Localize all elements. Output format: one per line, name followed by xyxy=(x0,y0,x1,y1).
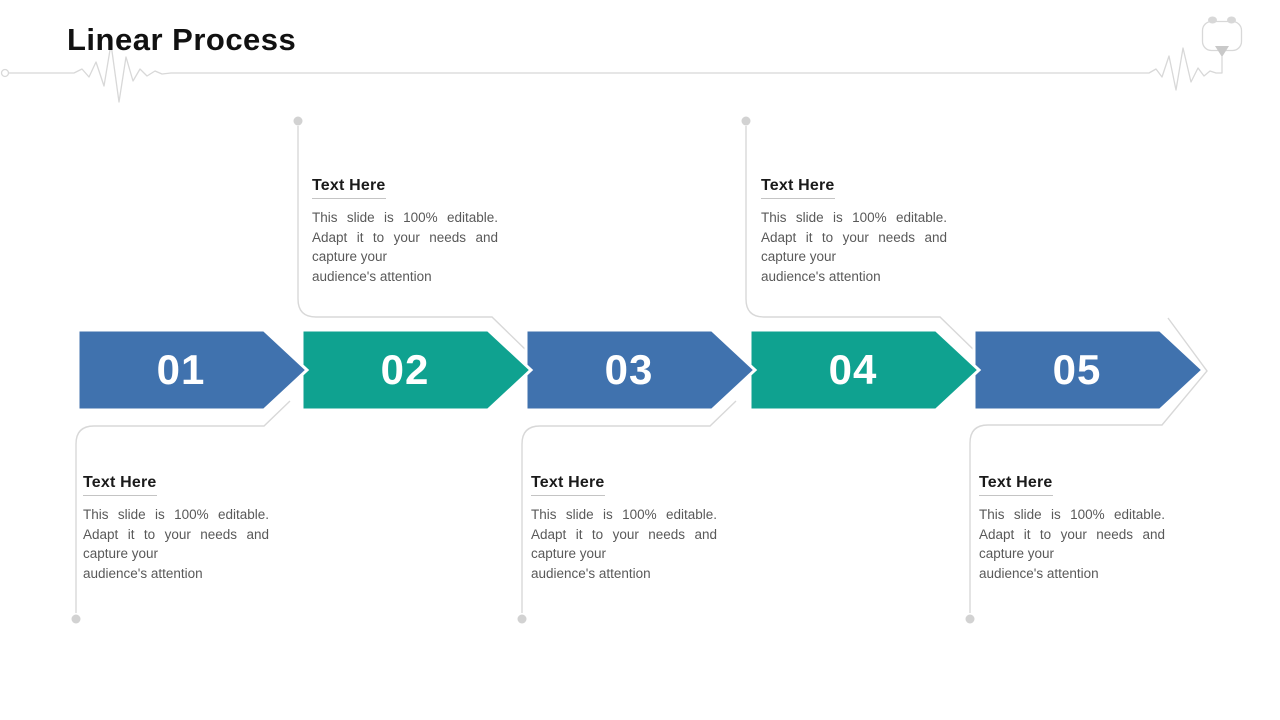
step-body: This slide is 100% editable. Adapt it to… xyxy=(83,505,269,583)
header-decoration xyxy=(0,16,1243,103)
callout-line-step4 xyxy=(745,126,977,353)
step-body-line: capture your xyxy=(312,249,388,264)
step-heading: Text Here xyxy=(83,474,157,496)
step-body-line: capture your xyxy=(531,546,607,561)
step-body-line: capture your xyxy=(83,546,159,561)
step-body-line: audience's attention xyxy=(531,565,651,581)
step-heading: Text Here xyxy=(531,474,605,496)
process-arrow-02 xyxy=(300,328,534,412)
step-body-line: This slide is 100% editable. xyxy=(531,507,717,522)
process-arrow-04 xyxy=(748,328,982,412)
step-body: This slide is 100% editable. Adapt it to… xyxy=(531,505,717,583)
callout-line-step2 xyxy=(297,126,529,353)
step-body-line: Adapt it to your needs and xyxy=(531,526,717,542)
step-body-line: This slide is 100% editable. xyxy=(761,210,947,225)
step-body-line: This slide is 100% editable. xyxy=(979,507,1165,522)
stethoscope-icon xyxy=(1201,16,1243,57)
connector-dot-icon xyxy=(293,116,303,126)
process-arrow-01 xyxy=(76,328,310,412)
step-text-block-1: Text Here This slide is 100% editable. A… xyxy=(83,474,269,583)
step-text-block-5: Text Here This slide is 100% editable. A… xyxy=(979,474,1165,583)
step-text-block-3: Text Here This slide is 100% editable. A… xyxy=(531,474,717,583)
step-body: This slide is 100% editable. Adapt it to… xyxy=(979,505,1165,583)
slide-title: Linear Process xyxy=(67,22,297,57)
process-arrow-05 xyxy=(972,328,1206,412)
connector-dot-icon xyxy=(71,614,81,624)
step-number-01: 01 xyxy=(156,346,206,393)
step-number-02: 02 xyxy=(380,346,430,393)
connector-dot-icon xyxy=(965,614,975,624)
ecg-pulse-line xyxy=(7,43,1223,103)
step-heading: Text Here xyxy=(979,474,1053,496)
step-body-line: This slide is 100% editable. xyxy=(312,210,498,225)
step-body: This slide is 100% editable. Adapt it to… xyxy=(761,208,947,286)
step-heading: Text Here xyxy=(761,177,835,199)
step-body-line: audience's attention xyxy=(83,565,203,581)
step-body-line: This slide is 100% editable. xyxy=(83,507,269,522)
step-number-04: 04 xyxy=(828,346,878,393)
callout-line-step3 xyxy=(521,400,737,613)
step-number-05: 05 xyxy=(1052,346,1102,393)
step-body-line: capture your xyxy=(979,546,1055,561)
connector-dot-icon xyxy=(517,614,527,624)
step-body-line: audience's attention xyxy=(761,268,881,284)
callout-line-step5 xyxy=(969,317,1208,613)
step-body-line: Adapt it to your needs and xyxy=(83,526,269,542)
connector-dot-icon xyxy=(741,116,751,126)
step-body: This slide is 100% editable. Adapt it to… xyxy=(312,208,498,286)
step-body-line: capture your xyxy=(761,249,837,264)
callout-line-step1 xyxy=(75,400,291,613)
step-body-line: Adapt it to your needs and xyxy=(312,229,498,245)
step-body-line: audience's attention xyxy=(312,268,432,284)
step-text-block-2: Text Here This slide is 100% editable. A… xyxy=(312,177,498,286)
step-body-line: audience's attention xyxy=(979,565,1099,581)
step-body-line: Adapt it to your needs and xyxy=(761,229,947,245)
step-text-block-4: Text Here This slide is 100% editable. A… xyxy=(761,177,947,286)
step-heading: Text Here xyxy=(312,177,386,199)
process-arrow-03 xyxy=(524,328,758,412)
step-number-03: 03 xyxy=(604,346,654,393)
step-body-line: Adapt it to your needs and xyxy=(979,526,1165,542)
